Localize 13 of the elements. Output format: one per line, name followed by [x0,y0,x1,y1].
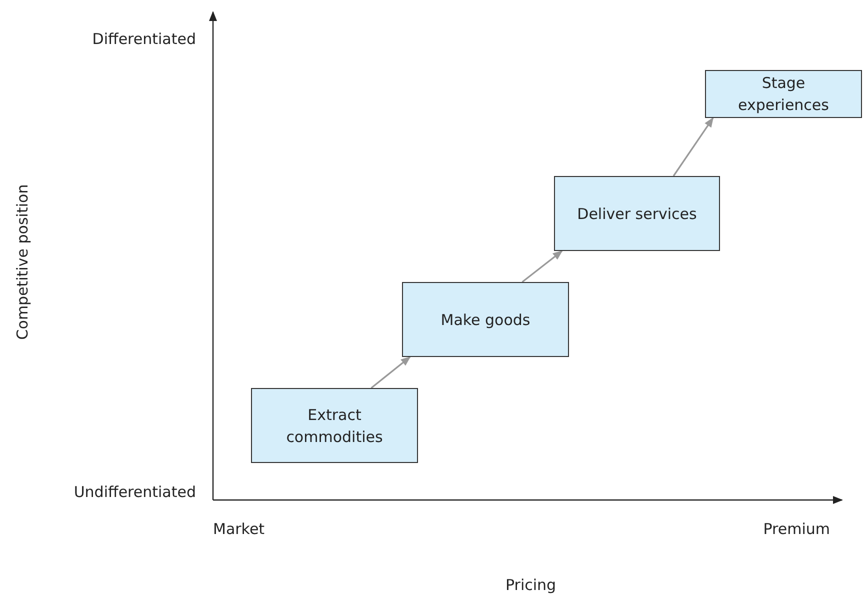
stage-box: Extract commodities [251,388,418,463]
arrow [522,250,563,283]
axis-end-label: Market [213,520,265,538]
stage-box: Deliver services [554,176,720,251]
axis-end-label: Premium [763,520,830,538]
axis-end-label: Undifferentiated [74,483,196,501]
stage-box: Stage experiences [705,70,862,118]
axis-end-label: Differentiated [92,30,196,48]
axis-title: Pricing [506,576,556,594]
axis-title: Competitive position [13,184,32,340]
arrow [370,356,411,389]
arrow [672,117,714,176]
stage-box: Make goods [402,282,569,357]
